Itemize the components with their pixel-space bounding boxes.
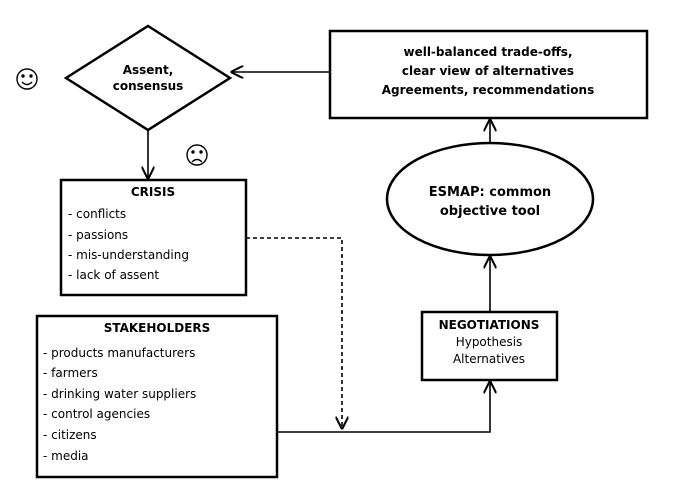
dashed-arrow-crisis-to-junction bbox=[246, 237, 342, 428]
stakeholder-item: - citizens bbox=[43, 428, 97, 442]
stakeholder-item: - drinking water suppliers bbox=[43, 387, 196, 401]
stakeholder-item: - products manufacturers bbox=[43, 346, 195, 360]
crisis-item: - lack of assent bbox=[68, 268, 159, 282]
stakeholder-item: - media bbox=[43, 449, 89, 463]
crisis-item: - passions bbox=[68, 228, 128, 242]
esmap-line2: objective tool bbox=[440, 204, 540, 219]
stakeholders-box: STAKEHOLDERS - products manufacturers - … bbox=[35, 314, 279, 479]
negotiations-line2: Alternatives bbox=[453, 352, 525, 366]
tradeoffs-line1: well-balanced trade-offs, bbox=[403, 45, 572, 59]
esmap-tool-ellipse: ESMAP: common objective tool bbox=[385, 141, 595, 257]
negotiations-box: NEGOTIATIONS Hypothesis Alternatives bbox=[420, 310, 559, 382]
negotiations-title: NEGOTIATIONS bbox=[439, 318, 540, 332]
crisis-box: CRISIS - conflicts - passions - mis-unde… bbox=[59, 178, 248, 297]
tradeoffs-box: well-balanced trade-offs, clear view of … bbox=[328, 29, 649, 120]
stakeholder-item: - control agencies bbox=[43, 407, 150, 421]
tradeoffs-line3: Agreements, recommendations bbox=[382, 83, 594, 97]
smiley-face-icon bbox=[16, 68, 38, 90]
negotiations-line1: Hypothesis bbox=[456, 335, 523, 349]
stakeholders-title: STAKEHOLDERS bbox=[104, 321, 211, 335]
crisis-title: CRISIS bbox=[131, 185, 175, 199]
crisis-item: - mis-understanding bbox=[68, 248, 189, 262]
crisis-item: - conflicts bbox=[68, 207, 126, 221]
sad-face-icon bbox=[186, 144, 208, 166]
arrow-stakeholders-to-negotiations bbox=[277, 382, 490, 433]
consensus-label-line1: Assent, bbox=[123, 63, 174, 77]
esmap-line1: ESMAP: common bbox=[429, 185, 551, 200]
connectors bbox=[148, 72, 490, 433]
stakeholder-item: - farmers bbox=[43, 366, 98, 380]
consensus-diamond: Assent, consensus bbox=[63, 24, 233, 132]
tradeoffs-line2: clear view of alternatives bbox=[402, 64, 574, 78]
consensus-label-line2: consensus bbox=[113, 79, 184, 93]
